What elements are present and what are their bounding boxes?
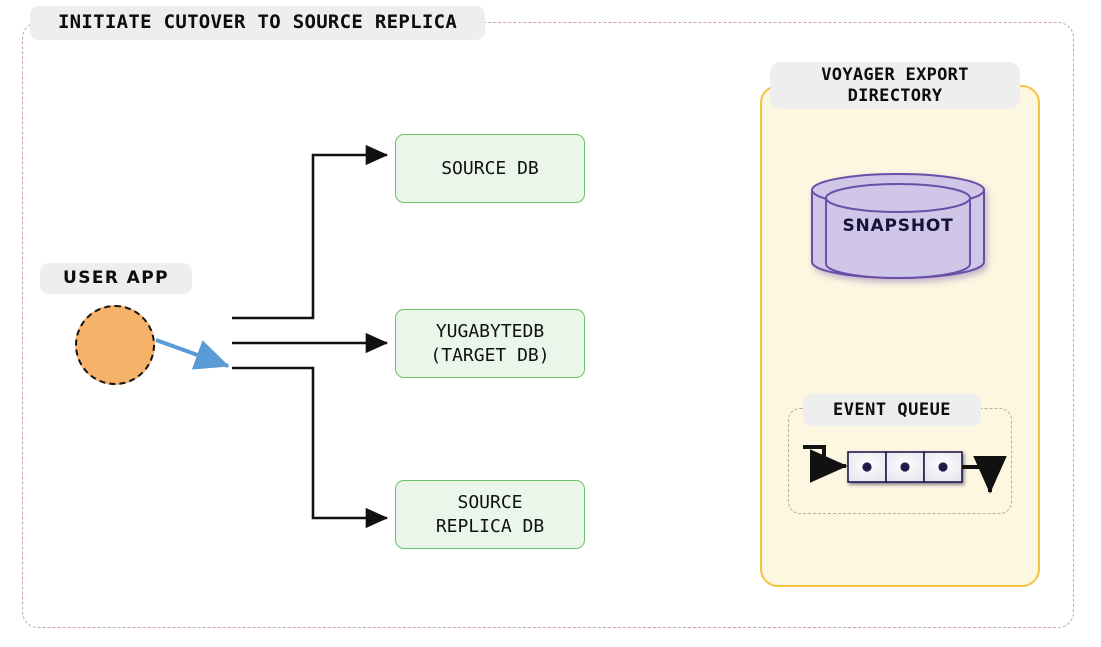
voyager-export-directory-container[interactable]: [760, 85, 1040, 587]
queue-dot-3: [938, 462, 948, 472]
db-box-replica-db[interactable]: SOURCE REPLICA DB: [395, 480, 585, 549]
connector-to-source-db: [232, 144, 389, 320]
event-queue-label: EVENT QUEUE: [803, 394, 981, 426]
queue-cell-2: [885, 451, 925, 483]
user-app-node[interactable]: [75, 305, 155, 385]
event-queue-outbound-arrow: [962, 456, 1007, 494]
queue-dot-1: [862, 462, 872, 472]
queue-cell-3: [923, 451, 963, 483]
connector-to-replica-db: [232, 366, 389, 529]
user-app-label: USER APP: [40, 263, 192, 294]
snapshot-cylinder-icon: [811, 173, 985, 279]
event-queue-inbound-arrow: [803, 445, 848, 483]
db-box-target-db[interactable]: YUGABYTEDB (TARGET DB): [395, 309, 585, 378]
snapshot-node[interactable]: SNAPSHOT: [808, 172, 988, 280]
db-box-source-db[interactable]: SOURCE DB: [395, 134, 585, 203]
diagram-outer-frame: [22, 22, 1074, 628]
queue-dot-2: [900, 462, 910, 472]
diagram-title: INITIATE CUTOVER TO SOURCE REPLICA: [30, 6, 485, 40]
event-queue-cells: [847, 451, 963, 483]
user-app-traffic-arrow: [155, 338, 230, 370]
voyager-export-directory-label: VOYAGER EXPORT DIRECTORY: [770, 62, 1020, 109]
